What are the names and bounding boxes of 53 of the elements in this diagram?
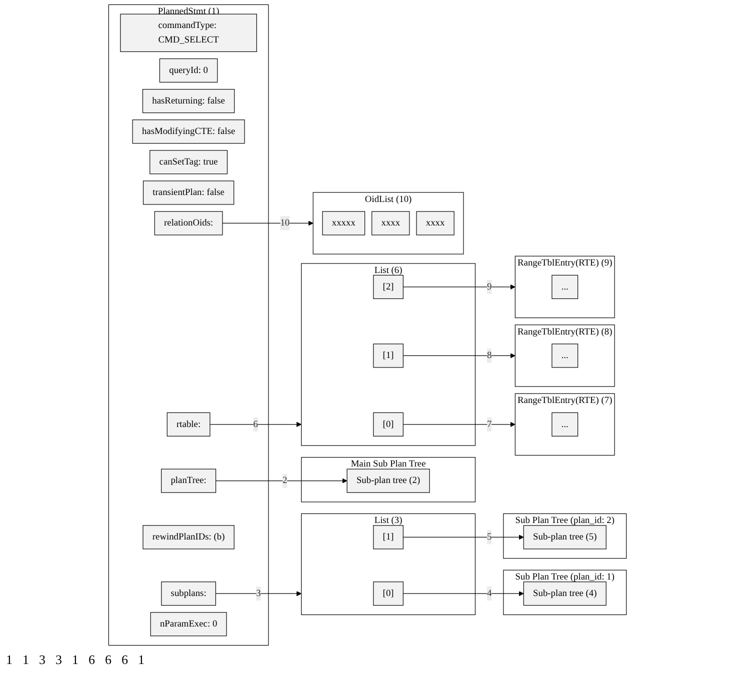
- port-number: 1: [138, 652, 144, 668]
- port-number: 3: [56, 652, 62, 668]
- arrow: [402, 284, 516, 290]
- node-box: [0]: [373, 412, 404, 436]
- edge-label: 10: [280, 218, 290, 228]
- arrow: [402, 534, 524, 540]
- node-box: rtable:: [166, 412, 210, 436]
- edge-label: 2: [282, 476, 288, 486]
- edge-label: 7: [486, 419, 492, 430]
- arrow: [210, 422, 302, 427]
- node-box: [1]: [373, 525, 404, 550]
- arrow: [402, 353, 516, 358]
- node-box: hasModifyingCTE: false: [132, 120, 245, 144]
- edge-label: 9: [486, 282, 492, 292]
- node-box: xxxxx: [322, 211, 366, 236]
- node-box: [1]: [373, 344, 404, 368]
- node-box: transientPlan: false: [142, 180, 234, 205]
- arrow: [402, 591, 524, 596]
- node-box: rewindPlanIDs: (b): [142, 525, 234, 550]
- edge-label: 8: [486, 350, 492, 360]
- arrow: [222, 220, 314, 226]
- node-box: [2]: [373, 274, 404, 299]
- node-box: nParamExec: 0: [150, 612, 227, 636]
- edge-label: 3: [256, 588, 261, 598]
- node-box: xxxx: [416, 211, 454, 236]
- node-box: queryId: 0: [159, 58, 218, 83]
- node-box: relationOids:: [154, 211, 223, 236]
- node-box: subplans:: [161, 582, 216, 606]
- arrow: [215, 591, 302, 596]
- port-number: 6: [122, 652, 128, 668]
- node-box: hasReturning: false: [142, 89, 235, 114]
- node-box: Sub-plan tree (5): [523, 525, 606, 550]
- node-box: Sub-plan tree (2): [346, 468, 430, 493]
- node-box: xxxx: [372, 211, 410, 236]
- node-box: ...: [552, 274, 578, 299]
- node-box: commandType: CMD_SELECT: [120, 14, 257, 52]
- arrow: [402, 422, 516, 427]
- arrow: [216, 478, 348, 484]
- node-box: Sub-plan tree (4): [523, 582, 606, 606]
- node-box: planTree:: [161, 468, 216, 493]
- edge-label: 5: [486, 532, 492, 542]
- node-box: [0]: [373, 582, 404, 606]
- port-number: 1: [6, 652, 12, 668]
- node-box: canSetTag: true: [150, 150, 228, 174]
- port-number: 1: [72, 652, 78, 668]
- node-box: ...: [552, 344, 578, 368]
- port-number: 1: [22, 652, 29, 668]
- edge-label: 6: [253, 419, 258, 430]
- port-number: 3: [39, 652, 46, 668]
- node-box: ...: [552, 412, 578, 436]
- port-number: 6: [105, 652, 112, 668]
- port-number: 6: [88, 652, 95, 668]
- edge-label: 4: [486, 588, 492, 598]
